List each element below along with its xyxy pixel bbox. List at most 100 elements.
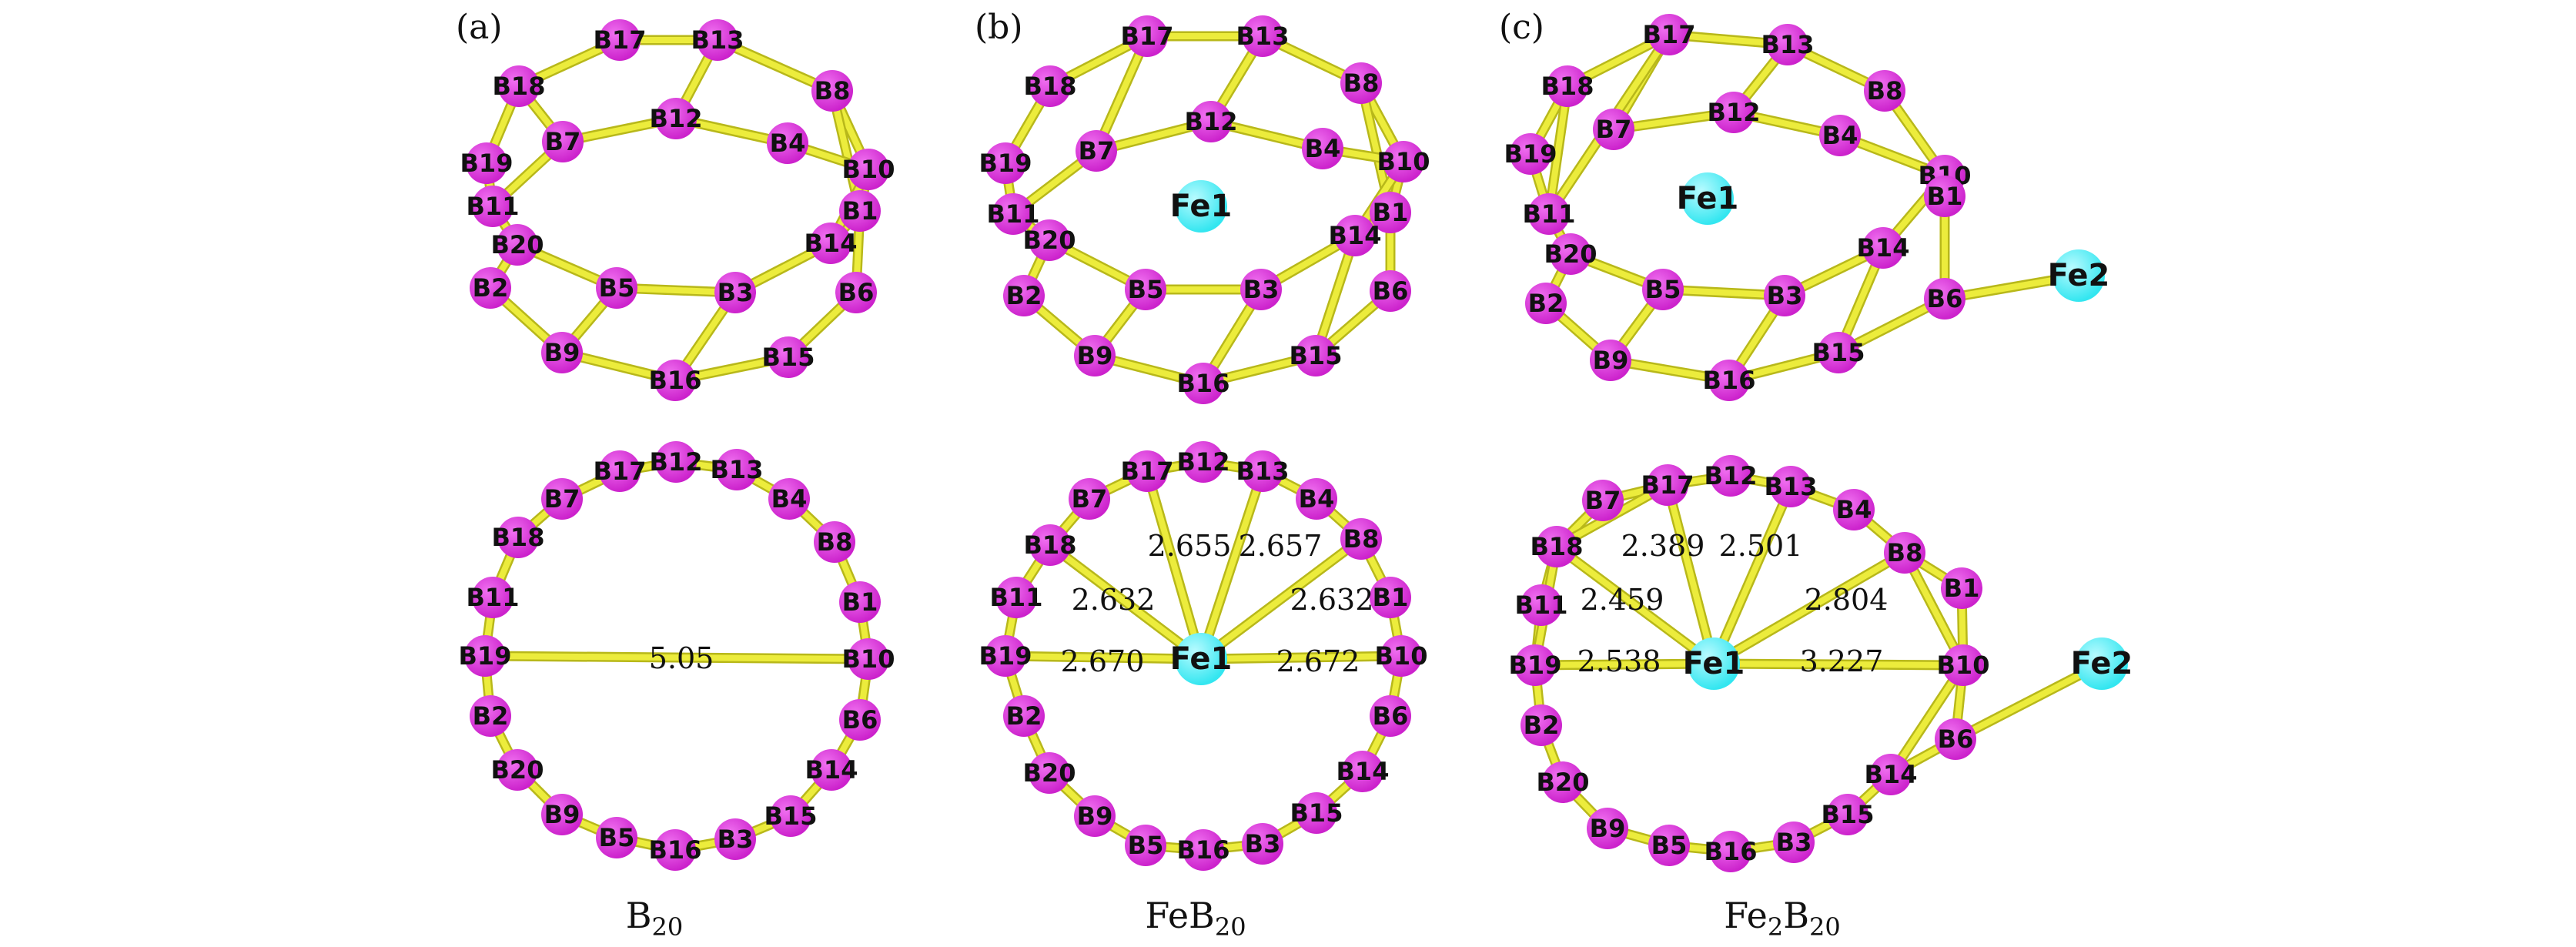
distance-label-c-bottom-3: 2.804: [1805, 583, 1889, 617]
atom-label: B2: [1006, 701, 1042, 731]
boron-atom-sphere: [1242, 450, 1283, 492]
boron-atom-sphere: [1582, 480, 1624, 521]
atom-label: B17: [1643, 20, 1696, 49]
bond-c-bottom-b10-b14: [1888, 662, 1966, 778]
boron-atom-sphere: [1710, 831, 1751, 872]
atom-label: B6: [1373, 276, 1409, 306]
atom-label: B16: [649, 835, 702, 865]
atom-b-bottom-b4: B4: [1296, 478, 1337, 520]
boron-atom-sphere: [1833, 489, 1875, 530]
atom-label: B17: [1121, 457, 1174, 486]
atom-label: B16: [1703, 366, 1756, 395]
atom-label: B7: [545, 127, 581, 156]
atom-label: B7: [1079, 136, 1115, 166]
atom-c-bottom-b19: B19: [1509, 644, 1561, 686]
boron-atom-sphere: [1295, 335, 1337, 376]
atom-c-bottom-b12: B12: [1705, 455, 1757, 497]
boron-atom-sphere: [654, 360, 696, 401]
atom-b-top-b19: B19: [979, 142, 1032, 184]
atom-label: B1: [1373, 583, 1409, 612]
atom-label: B13: [1236, 22, 1290, 51]
atom-label: B6: [1373, 701, 1409, 731]
atom-label: B5: [1128, 275, 1164, 304]
boron-atom-sphere: [839, 190, 881, 232]
atom-b-bottom-b1: B1: [1370, 577, 1411, 618]
boron-atom-sphere: [596, 267, 637, 309]
atom-label: B9: [1590, 814, 1626, 843]
boron-atom-sphere: [716, 449, 758, 490]
atom-a-bottom-b1: B1: [839, 581, 881, 623]
boron-atom-sphere: [835, 272, 877, 313]
atom-b-bottom-b18: B18: [1024, 524, 1076, 566]
boron-atom-sphere: [599, 450, 641, 492]
boron-atom-sphere: [1924, 176, 1965, 217]
boron-atom-sphere: [848, 149, 889, 190]
distance-label-b-bottom-1: 2.657: [1239, 529, 1323, 563]
boron-atom-sphere: [1240, 269, 1282, 310]
boron-atom-sphere: [1514, 644, 1556, 686]
atom-a-bottom-b17: B17: [594, 450, 647, 492]
boron-atom-sphere: [767, 122, 808, 164]
atom-c-top-b3: B3: [1764, 275, 1805, 316]
boron-atom-sphere: [1125, 269, 1166, 310]
boron-atom-sphere: [654, 829, 696, 871]
atom-a-bottom-b2: B2: [470, 695, 511, 737]
atom-label: B10: [842, 644, 895, 674]
atom-label: B14: [1865, 760, 1918, 789]
atom-label: B17: [594, 457, 647, 486]
atom-b-top-b10: B10: [1377, 141, 1430, 182]
atom-label: B8: [1343, 524, 1380, 554]
atom-a-bottom-b18: B18: [492, 517, 544, 558]
atom-label: B15: [1290, 341, 1343, 370]
bond-c-bottom-b6-fe2: [1952, 661, 2105, 742]
boron-atom-sphere: [1521, 704, 1562, 746]
boron-atom-sphere: [596, 817, 637, 858]
boron-atom-sphere: [1819, 115, 1861, 156]
boron-atom-sphere: [498, 65, 540, 107]
boron-atom-sphere: [995, 577, 1037, 618]
atom-label: B18: [1531, 532, 1584, 561]
boron-atom-sphere: [1710, 455, 1751, 497]
bond-c-bottom-fe1-b13: [1711, 484, 1794, 667]
distance-label-b-bottom-0: 2.655: [1148, 529, 1232, 563]
atom-label: B16: [1177, 369, 1230, 398]
atom-a-bottom-b13: B13: [711, 449, 763, 490]
atom-label: B9: [1077, 801, 1113, 831]
atom-b-top-b6: B6: [1370, 270, 1411, 312]
boron-atom-sphere: [1924, 278, 1965, 320]
atom-label: B12: [1185, 107, 1238, 136]
atom-c-top-b13: B13: [1761, 24, 1814, 65]
atom-b-top-b8: B8: [1340, 62, 1382, 104]
atom-c-top-b2: B2: [1525, 283, 1567, 324]
atom-c-top-b20: B20: [1544, 233, 1597, 275]
atom-label: B5: [1645, 275, 1681, 304]
atom-b-bottom-b20: B20: [1023, 752, 1076, 794]
boron-atom-sphere: [1542, 761, 1584, 803]
atom-label: B12: [650, 104, 703, 133]
atom-label: B9: [544, 800, 580, 829]
atom-c-bottom-b16: B16: [1705, 831, 1757, 872]
boron-atom-sphere: [541, 794, 583, 835]
atom-a-top-b5: B5: [596, 267, 637, 309]
atom-b-bottom-b3: B3: [1242, 823, 1283, 865]
atom-a-top-b2: B2: [470, 267, 511, 309]
caption-feb20: FeB20: [1145, 895, 1246, 942]
atom-c-top-b7: B7: [1593, 109, 1634, 150]
atom-label: B1: [1373, 198, 1409, 227]
atom-label: B2: [1524, 711, 1560, 740]
atom-c-bottom-b5: B5: [1648, 825, 1690, 866]
atom-label: B5: [599, 273, 635, 303]
boron-atom-sphere: [1342, 751, 1383, 792]
boron-atom-sphere: [1708, 360, 1750, 401]
atom-b-bottom-b12: B12: [1177, 441, 1229, 483]
atom-label: B11: [467, 583, 520, 612]
bond-c-bottom-fe1-b8: [1711, 550, 1908, 667]
distance-label-b-bottom-5: 2.672: [1276, 644, 1360, 678]
atom-label: B13: [1765, 472, 1818, 501]
boron-atom-sphere: [1076, 130, 1117, 172]
bond-c-bottom-fe1-b17: [1664, 482, 1717, 667]
atom-label: B5: [1128, 831, 1164, 860]
iron-atom-sphere: [2052, 249, 2105, 302]
distance-label-c-bottom-0: 2.389: [1621, 529, 1705, 563]
atom-label: Fe1: [1170, 189, 1233, 224]
